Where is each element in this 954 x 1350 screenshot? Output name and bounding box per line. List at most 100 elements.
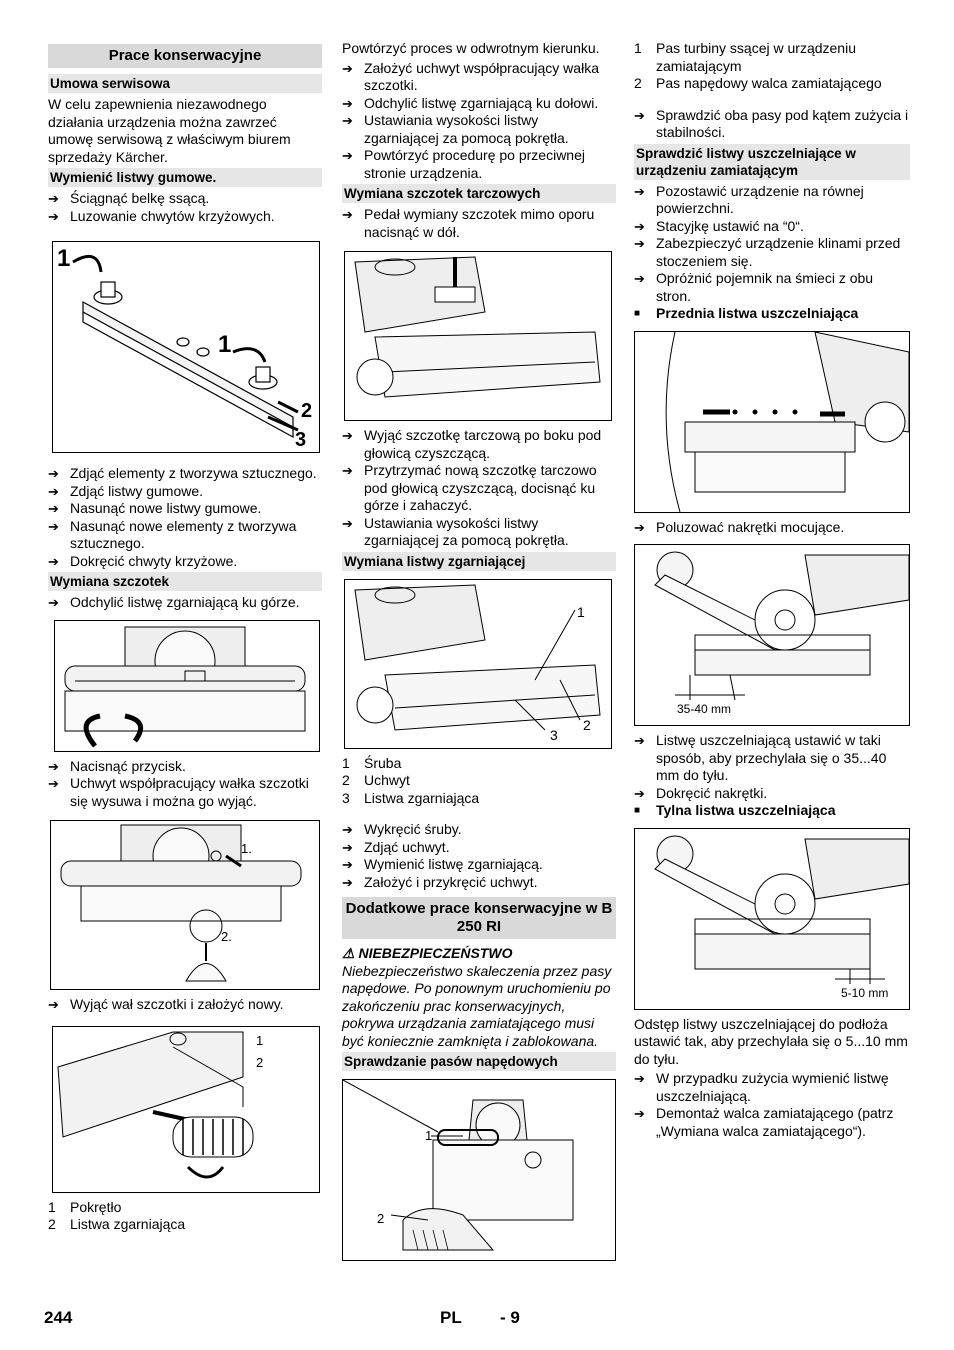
subsection-heading: Sprawdzić listwy uszczelniające w urządz… — [634, 143, 910, 180]
list-item: ➔Dokręcić nakrętki. — [634, 784, 768, 801]
list-item: ➔Ustawiania wysokości listwy zgarniające… — [342, 514, 569, 549]
arrow-icon: ➔ — [342, 60, 353, 76]
arrow-icon: ➔ — [48, 483, 59, 499]
arrow-icon: ➔ — [342, 148, 353, 163]
column-1: Prace konserwacyjne Umowa serwisowa W ce… — [48, 40, 322, 1234]
arrow-icon: ➔ — [342, 95, 353, 111]
paragraph: Powtórzyć proces w odwrotnym kierunku. — [342, 40, 600, 56]
list-item: ➔Zabezpieczyć urządzenie klinami przed s… — [634, 235, 901, 269]
figure-brush-head — [54, 619, 320, 752]
language-code: PL — [440, 1308, 462, 1327]
list-item: ➔W przypadku zużycia wymienić listwę usz… — [634, 1070, 889, 1104]
subsection-heading: Sprawdzanie pasów napędowych — [342, 1052, 616, 1071]
list-item: ➔Poluzować nakrętki mocujące. — [634, 518, 845, 535]
fig-label: 1 — [425, 1128, 432, 1143]
subsection-heading: Wymiana szczotek tarczowych — [342, 184, 616, 203]
paragraph: W celu zapewnienia niezawodnego działani… — [48, 96, 291, 165]
list-item: ➔Zdjąć elementy z tworzywa sztucznego. — [48, 465, 317, 481]
arrow-icon: ➔ — [634, 236, 645, 251]
paragraph: Odstęp listwy uszczelniającej do podłoża… — [634, 1015, 908, 1067]
page-number: 244 — [44, 1308, 73, 1327]
arrow-icon: ➔ — [634, 733, 645, 748]
fig-label: 1 — [577, 604, 585, 620]
list-item: ➔Odchylić listwę zgarniającą ku dołowi. — [342, 94, 599, 111]
arrow-icon: ➔ — [342, 207, 353, 222]
arrow-icon: ➔ — [48, 553, 59, 569]
arrow-icon: ➔ — [48, 758, 59, 774]
dimension-label: 35-40 mm — [677, 702, 731, 716]
arrow-icon: ➔ — [48, 518, 59, 534]
list-item: ➔Przytrzymać nową szczotkę tarczowo pod … — [342, 462, 597, 513]
list-item: ■Tylna listwa uszczelniająca — [634, 802, 836, 818]
arrow-icon: ➔ — [48, 595, 59, 610]
figure-scraper-strip: 1 2 3 — [344, 578, 612, 749]
list-item: ➔Odchylić listwę zgarniającą ku górze. — [48, 594, 300, 610]
list-item: ➔Stacyjkę ustawić na “0“. — [634, 217, 804, 234]
list-item: ➔Ustawiania wysokości listwy zgarniające… — [342, 112, 569, 146]
arrow-icon: ➔ — [342, 428, 353, 443]
list-item: ➔Pozostawić urządzenie na równej powierz… — [634, 182, 864, 217]
arrow-icon: ➔ — [634, 107, 645, 123]
arrow-icon: ➔ — [48, 466, 59, 481]
list-item: ➔Listwę uszczelniającą ustawić w taki sp… — [634, 732, 887, 783]
list-item: ➔Założyć i przykręcić uchwyt. — [342, 873, 538, 890]
list-item: ➔Założyć uchwyt współpracujący wałka szc… — [342, 59, 599, 94]
figure-brush-bearing: 1. 2. — [50, 820, 320, 990]
list-item: ➔Uchwyt współpracujący wałka szczotki si… — [48, 775, 309, 809]
arrow-icon: ➔ — [634, 519, 645, 535]
arrow-icon: ➔ — [634, 1106, 645, 1121]
warning-icon: ⚠ — [342, 945, 359, 961]
list-item: ➔Nasunąć nowe elementy z tworzywa sztucz… — [48, 517, 297, 552]
figure-front-seal — [634, 330, 910, 513]
warning-heading: ⚠ NIEBEZPIECZEŃSTWO — [342, 945, 513, 961]
list-item: ➔Dokręcić chwyty krzyżowe. — [48, 552, 238, 569]
list-item: ➔Wykręcić śruby. — [342, 821, 462, 837]
list-item: ➔Sprawdzić oba pasy pod kątem zużycia i … — [634, 106, 909, 141]
fig-label: 1 — [256, 1033, 263, 1048]
list-item: ➔Opróżnić pojemnik na śmieci z obu stron… — [634, 270, 874, 304]
arrow-icon: ➔ — [48, 776, 59, 791]
arrow-icon: ➔ — [634, 218, 645, 234]
arrow-icon: ➔ — [342, 113, 353, 128]
list-item: ➔Nasunąć nowe listwy gumowe. — [48, 500, 262, 516]
list-item: ➔Wymienić listwę zgarniającą. — [342, 856, 543, 872]
arrow-icon: ➔ — [634, 183, 645, 199]
arrow-icon: ➔ — [48, 501, 59, 516]
arrow-icon: ➔ — [342, 839, 353, 855]
arrow-icon: ➔ — [634, 1071, 645, 1086]
arrow-icon: ➔ — [342, 515, 353, 531]
arrow-icon: ➔ — [342, 857, 353, 872]
sub-page-number: - 9 — [500, 1308, 520, 1327]
arrow-icon: ➔ — [634, 271, 645, 286]
list-item: ➔Wyjąć wał szczotki i założyć nowy. — [48, 996, 284, 1012]
figure-rear-seal-adjust: 5-10 mm — [634, 827, 910, 1010]
list-item: ➔Powtórzyć procedurę po przeciwnej stron… — [342, 147, 585, 181]
arrow-icon: ➔ — [48, 997, 59, 1012]
subsection-heading: Wymienić listwy gumowe. — [48, 168, 322, 187]
list-item: ➔Luzowanie chwytów krzyżowych. — [48, 207, 275, 224]
list-item: ■Przednia listwa uszczelniająca — [634, 305, 859, 321]
fig-label: 2 — [301, 400, 312, 422]
subsection-heading: Wymiana listwy zgarniającej — [342, 551, 616, 571]
arrow-icon: ➔ — [634, 785, 645, 801]
figure-front-seal-adjust: 35-40 mm — [634, 544, 910, 726]
figure-squeegee-beam: 1 1 2 3 — [52, 241, 320, 453]
figure-drive-belts: 1 2 — [342, 1079, 616, 1261]
arrow-icon: ➔ — [342, 874, 353, 890]
figure-disc-brush-pedal — [344, 251, 612, 421]
column-2: Powtórzyć proces w odwrotnym kierunku. ➔… — [342, 40, 616, 1267]
list-item: ➔Wyjąć szczotkę tarczową po boku pod gło… — [342, 427, 602, 461]
warning-text: Niebezpieczeństwo skaleczenia przez pasy… — [342, 962, 612, 1049]
arrow-icon: ➔ — [342, 463, 353, 478]
section-title: Dodatkowe prace konserwacyjne w B 250 RI — [342, 897, 616, 939]
square-bullet-icon: ■ — [634, 308, 641, 319]
fig-label: 2 — [583, 717, 591, 733]
figure-brush-roller: 1 2 — [52, 1025, 320, 1193]
